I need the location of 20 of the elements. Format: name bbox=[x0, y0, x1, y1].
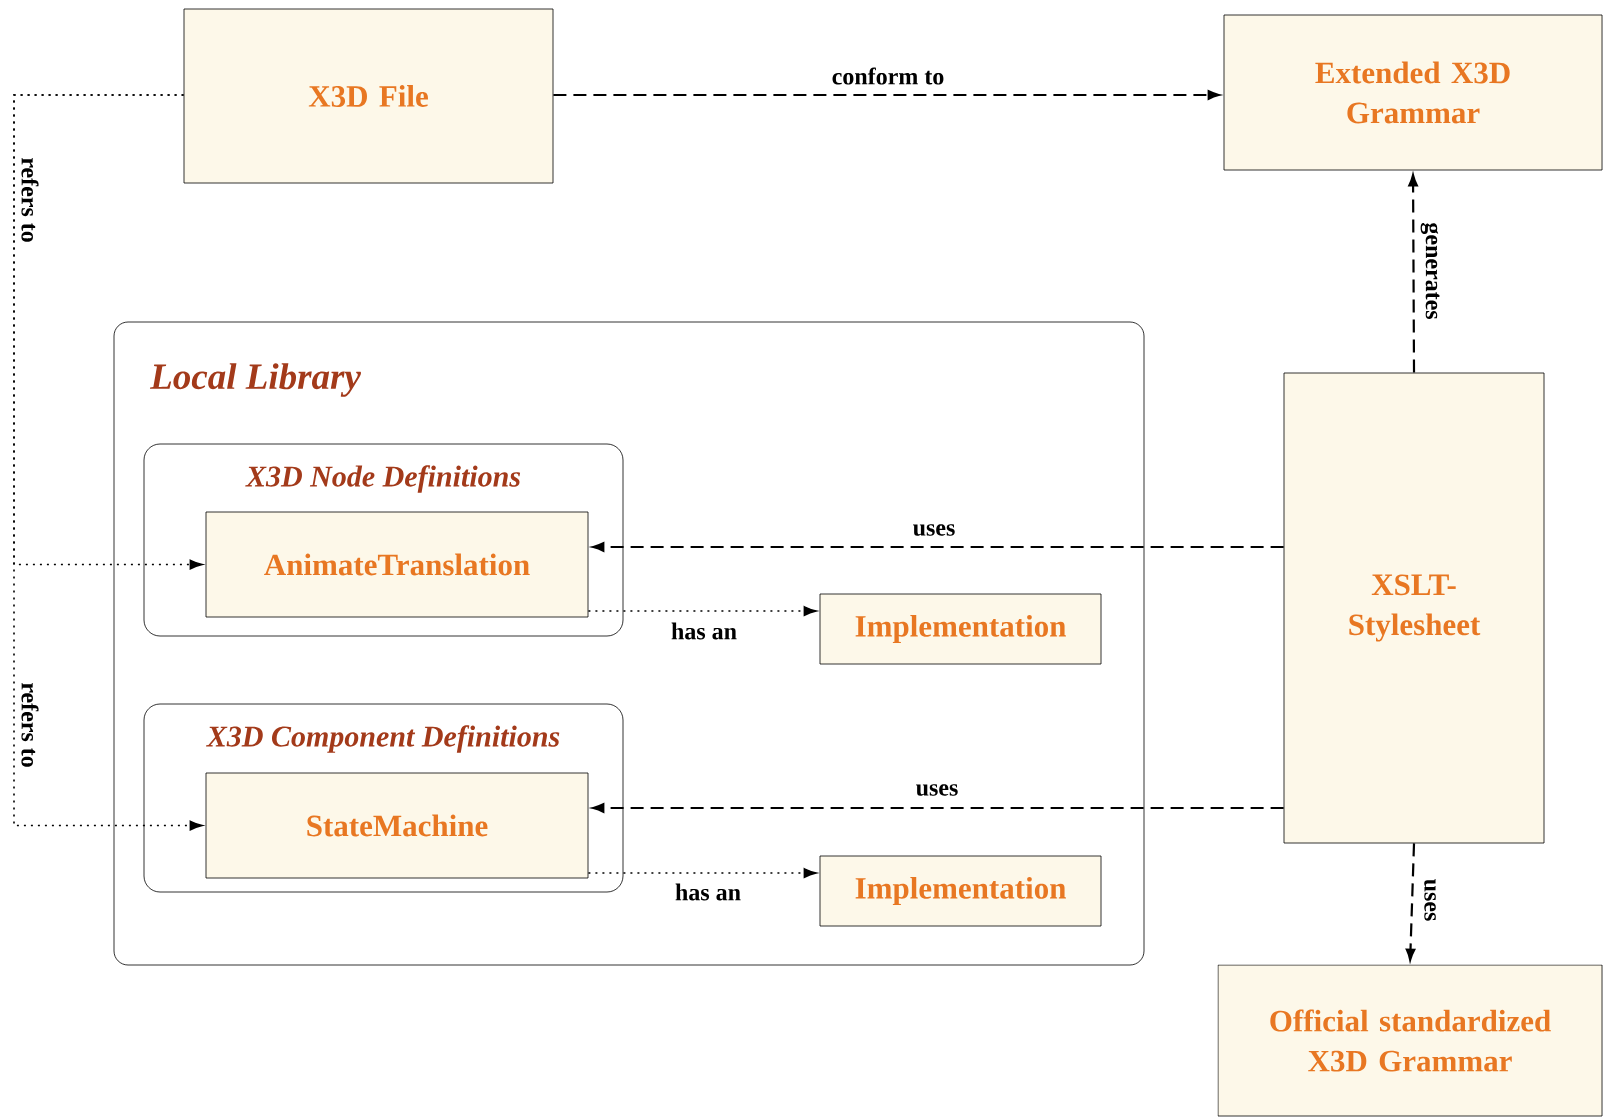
process-box: Implementation bbox=[819, 855, 1102, 927]
arrow bbox=[587, 606, 817, 616]
process-box: AnimateTranslation bbox=[205, 511, 589, 618]
edge-label: uses bbox=[911, 523, 957, 537]
process-box: Official standardized X3D Grammar bbox=[1217, 964, 1603, 1117]
process-box: Implementation bbox=[819, 593, 1102, 665]
arrow bbox=[592, 803, 1284, 813]
process-box: X3D File bbox=[183, 8, 554, 184]
edge-label: has an bbox=[674, 882, 742, 902]
edge-label: uses bbox=[914, 783, 960, 797]
arrow bbox=[553, 90, 1220, 100]
edge-label: generates bbox=[1419, 221, 1441, 321]
process-box: XSLT-Stylesheet bbox=[1283, 372, 1545, 844]
arrow bbox=[587, 868, 817, 878]
process-box: StateMachine bbox=[205, 772, 589, 879]
edge-label: conform to bbox=[830, 66, 946, 86]
process-box: Extended X3D Grammar bbox=[1223, 14, 1603, 171]
edge-label: has an bbox=[670, 621, 739, 641]
arrow bbox=[592, 542, 1284, 552]
edge-label: uses bbox=[1423, 877, 1437, 923]
